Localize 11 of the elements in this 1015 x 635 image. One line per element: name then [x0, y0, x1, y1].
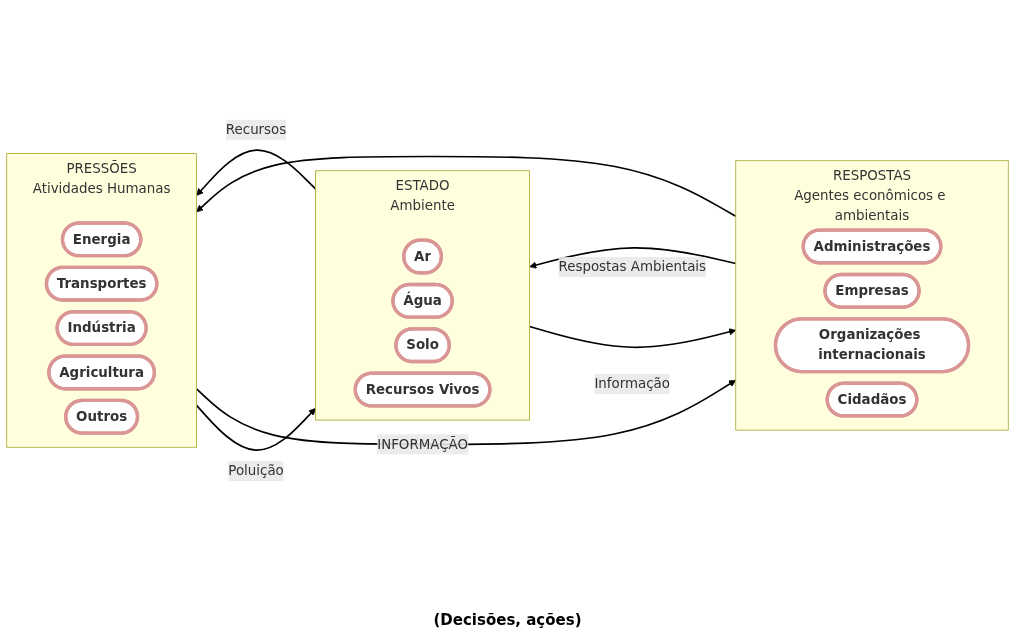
- arrow: [196, 155, 737, 217]
- edge-label: INFORMAÇÃO: [377, 435, 468, 452]
- arrow: [196, 148, 317, 196]
- edge-label: Recursos: [225, 120, 287, 137]
- edge-label: Informação: [594, 375, 671, 392]
- arrow: [528, 325, 737, 348]
- edge-label: Respostas Ambientais: [558, 258, 707, 275]
- arrow: [529, 246, 737, 269]
- edge-label: Poluição: [228, 462, 284, 479]
- arrow: [195, 404, 316, 451]
- note-text: (Decisões, ações): [433, 611, 582, 629]
